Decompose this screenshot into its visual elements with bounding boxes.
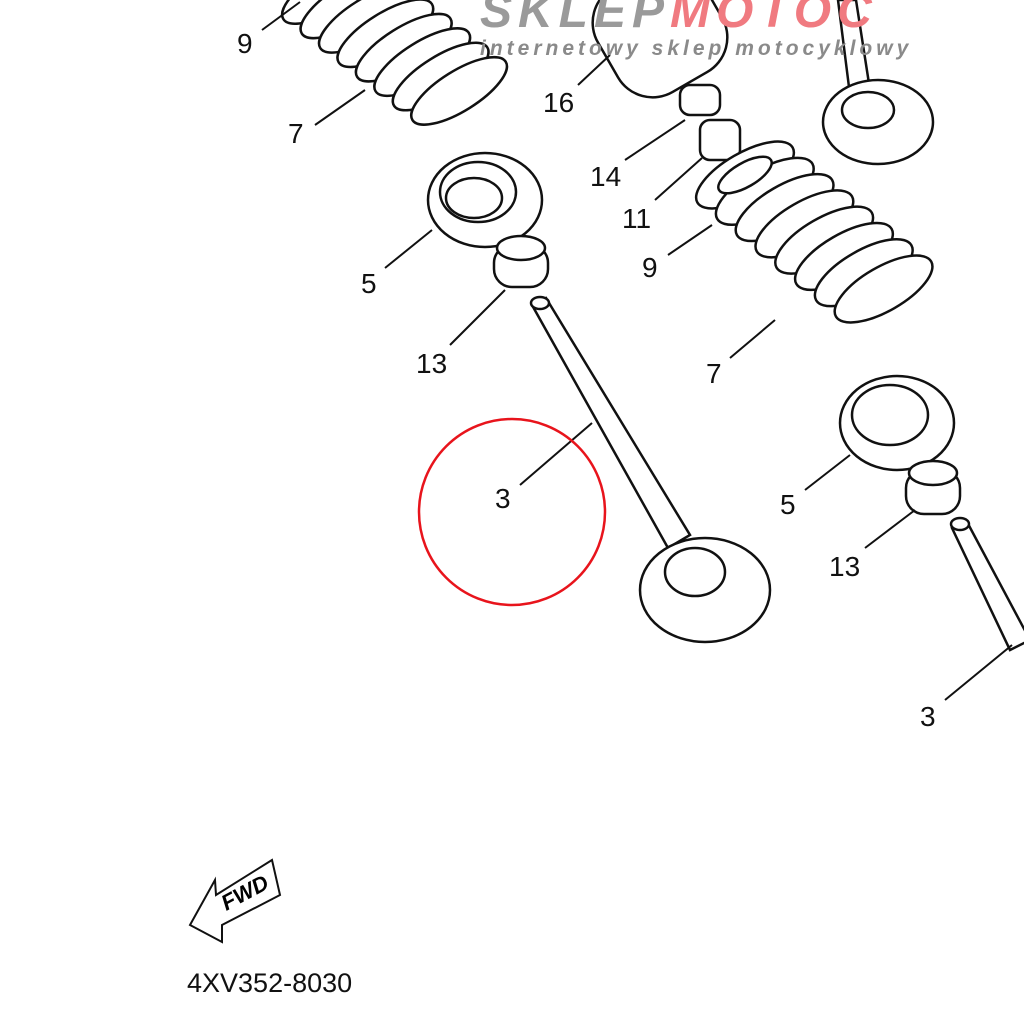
diagram-code: 4XV352-8030 bbox=[187, 968, 353, 998]
callout-14: 14 bbox=[590, 161, 622, 192]
highlight-circle bbox=[417, 417, 607, 607]
callout-13: 13 bbox=[416, 348, 448, 379]
valve-lifter bbox=[591, 0, 742, 162]
watermark-tagline: internetowy sklep motocyklowy bbox=[480, 37, 913, 60]
spring-retainer-right bbox=[838, 374, 956, 472]
spring-retainer-left bbox=[426, 151, 544, 249]
callout-16: 16 bbox=[543, 87, 575, 118]
fwd-arrow-icon bbox=[188, 858, 282, 944]
callout-13-right: 13 bbox=[829, 551, 861, 582]
valve-top-right bbox=[821, 0, 935, 166]
watermark-logo-red: MOTOC bbox=[670, 0, 878, 38]
callout-9: 9 bbox=[237, 28, 253, 59]
callout-3: 3 bbox=[495, 483, 511, 514]
stem-seal-left bbox=[492, 234, 550, 289]
stem-seal-right bbox=[904, 459, 962, 516]
callout-9-right: 9 bbox=[642, 252, 658, 283]
watermark-logo-gray: SKLEP bbox=[480, 0, 671, 38]
callout-7-right: 7 bbox=[706, 358, 722, 389]
watermark-logo: SKLEPMOTOC bbox=[480, 0, 878, 36]
valve-spring-right bbox=[694, 140, 934, 324]
callout-5: 5 bbox=[361, 268, 377, 299]
callout-7: 7 bbox=[288, 118, 304, 149]
leader-lines bbox=[261, 1, 1013, 701]
callout-3-right: 3 bbox=[920, 701, 936, 732]
valve-spring-left bbox=[280, 0, 509, 126]
valve-left bbox=[529, 295, 772, 644]
callout-11: 11 bbox=[622, 203, 652, 234]
valve-right bbox=[949, 516, 1024, 652]
callout-5-right: 5 bbox=[780, 489, 796, 520]
